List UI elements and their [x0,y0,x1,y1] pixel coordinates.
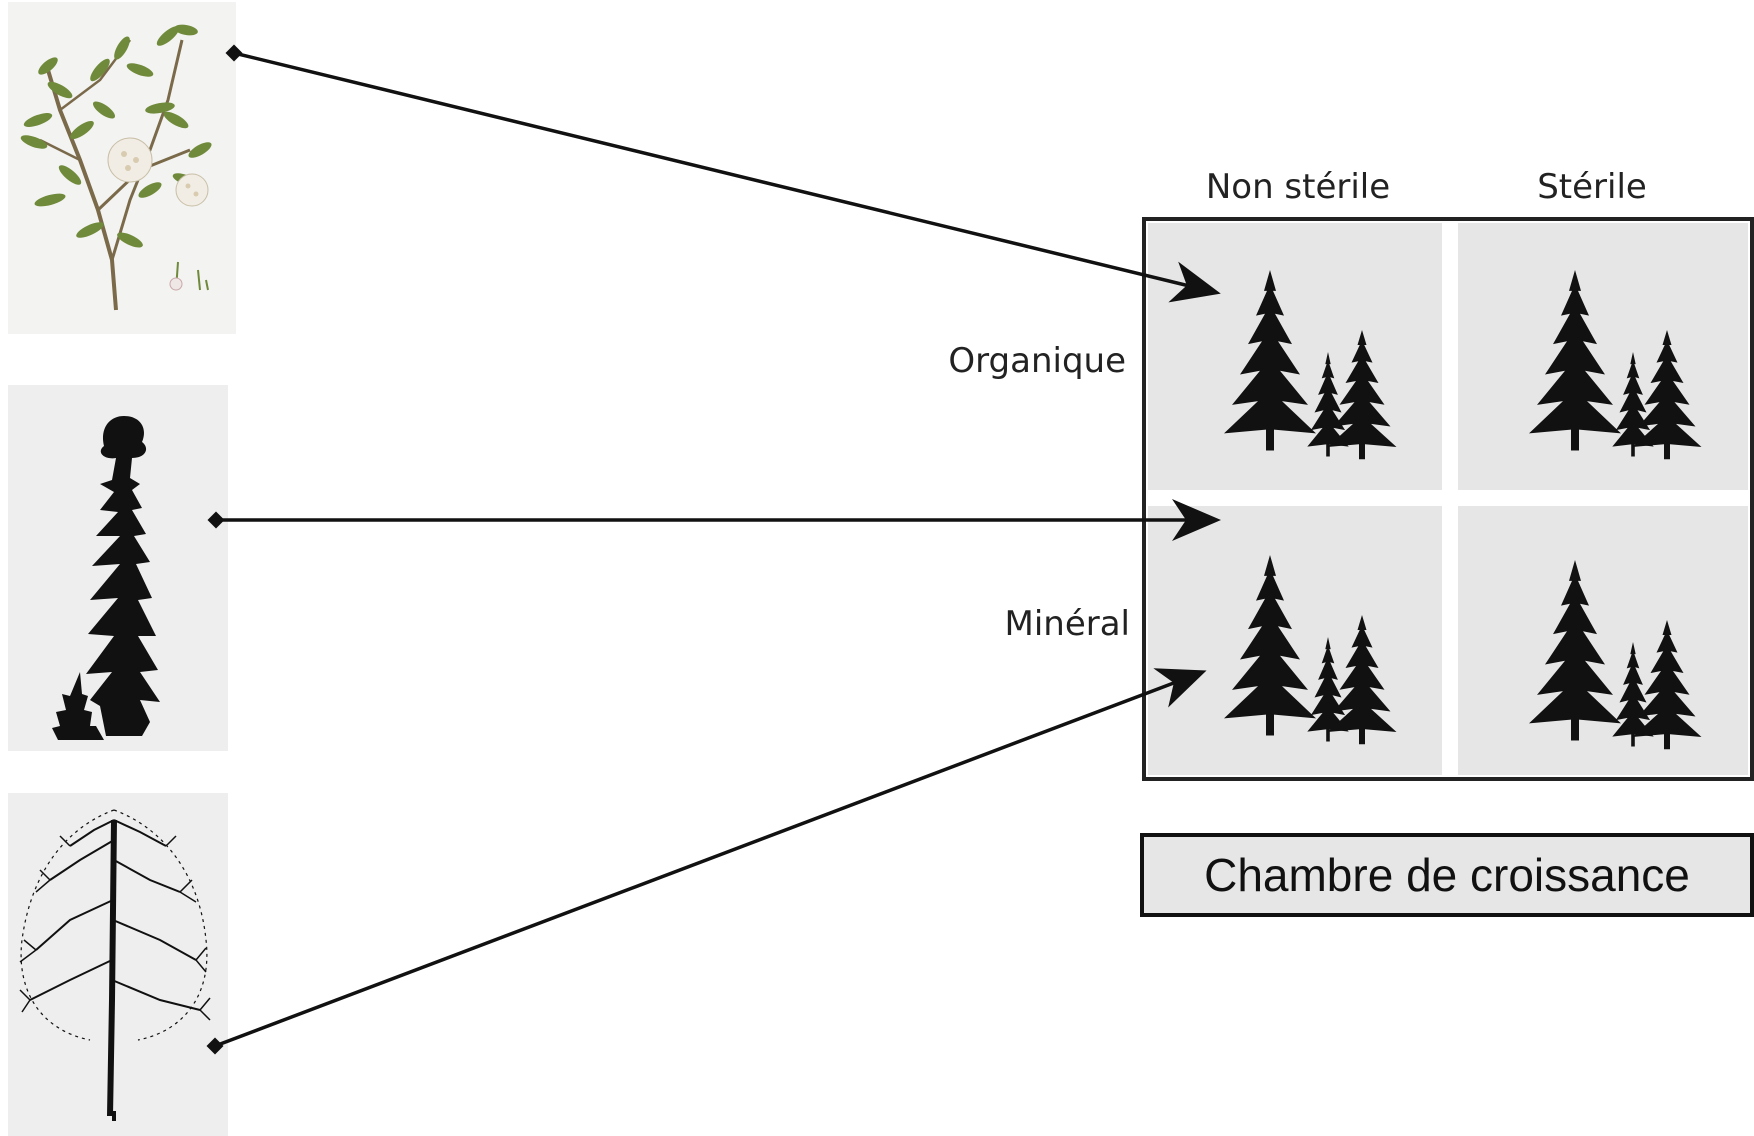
source-panel-shrub [8,2,236,334]
cell-mineral-non-sterile [1148,506,1442,775]
connector-deciduous [206,668,1207,1055]
chamber-label: Chambre de croissance [1204,849,1690,901]
black-spruce-icon [52,416,160,740]
chamber-label-box: Chambre de croissance [1140,833,1754,917]
column-label-non-sterile: Non stérile [1206,167,1390,207]
cell-organique-non-sterile [1148,223,1442,490]
cell-organique-sterile [1458,223,1748,490]
row-label-mineral: Minéral [1004,604,1130,644]
connector-shrub [225,44,1221,303]
row-label-organique: Organique [948,341,1126,381]
connector-spruce [207,499,1221,541]
source-panel-spruce [8,385,228,751]
deciduous-tree-icon [19,809,211,1121]
flowering-shrub-icon [20,24,212,311]
column-label-sterile: Stérile [1537,167,1647,207]
source-panel-deciduous [8,793,228,1136]
growth-chamber-grid [1142,217,1754,781]
cell-mineral-sterile [1458,506,1748,775]
